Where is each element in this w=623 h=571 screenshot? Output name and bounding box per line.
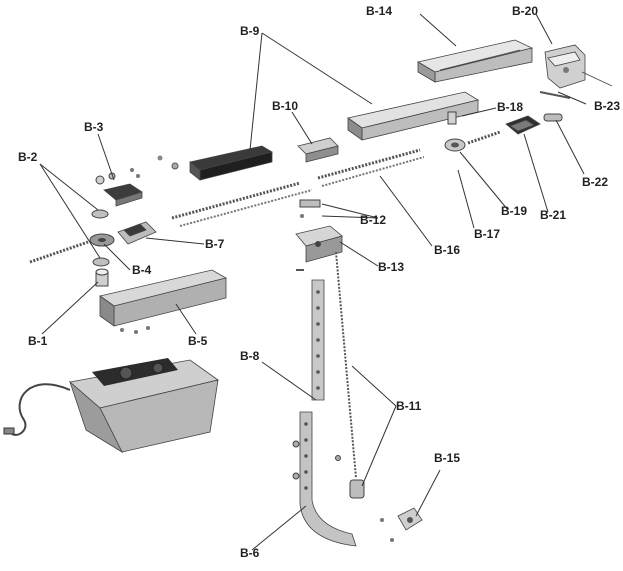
label-b9: B-9 [240, 24, 260, 38]
part-b2-washers [91, 209, 110, 267]
label-b19: B-19 [501, 204, 527, 218]
label-b16: B-16 [434, 243, 460, 257]
label-b4: B-4 [132, 263, 152, 277]
part-b9-rail-upper [347, 91, 480, 141]
part-b3-bracket [95, 172, 143, 207]
label-b17: B-17 [474, 227, 500, 241]
label-b12: B-12 [360, 213, 386, 227]
label-b11: B-11 [396, 399, 422, 413]
leader-lines [39, 13, 587, 551]
part-b8-door-arm [296, 269, 325, 401]
label-b21: B-21 [540, 208, 566, 222]
part-b19-pulley [444, 130, 501, 152]
part-b15-door-bracket [380, 507, 423, 542]
label-b1: B-1 [28, 334, 48, 348]
part-b4-sprocket [89, 233, 115, 247]
part-labels: B-9 B-14 B-20 B-10 B-18 B-23 B-3 B-2 B-2… [18, 4, 620, 560]
label-b3: B-3 [84, 120, 104, 134]
part-b10-carriage [297, 137, 339, 163]
part-b5-channel [99, 269, 228, 334]
label-b5: B-5 [188, 334, 208, 348]
label-b13: B-13 [378, 260, 404, 274]
label-b6: B-6 [240, 546, 260, 560]
label-b7: B-7 [205, 237, 225, 251]
label-b8: B-8 [240, 349, 260, 363]
part-b1-pulley [95, 268, 109, 287]
label-b20: B-20 [512, 4, 538, 18]
part-b13-trolley [295, 225, 343, 263]
part-b22-roller [543, 113, 563, 122]
label-b2: B-2 [18, 150, 38, 164]
part-b14-rail-section [416, 39, 534, 83]
part-b23-bolt [539, 91, 571, 99]
part-b6-curved-arm [292, 411, 357, 547]
part-b21-plate [505, 115, 541, 135]
label-b15: B-15 [434, 451, 460, 465]
label-b10: B-10 [272, 99, 298, 113]
label-b22: B-22 [582, 175, 608, 189]
label-b14: B-14 [366, 4, 392, 18]
label-b23: B-23 [594, 99, 620, 113]
label-b18: B-18 [497, 100, 523, 114]
part-b18-sleeve [447, 111, 457, 125]
part-b16-chain [171, 148, 425, 227]
part-b9-rail-lower [189, 145, 274, 181]
part-b20-end-bracket [544, 44, 613, 89]
part-chain-short [29, 240, 89, 264]
part-b11-release-cord [335, 251, 365, 499]
screws-top-left [130, 155, 179, 178]
motor-housing [3, 358, 219, 454]
part-b7-plate [117, 221, 157, 245]
part-b12-screws [299, 199, 321, 218]
